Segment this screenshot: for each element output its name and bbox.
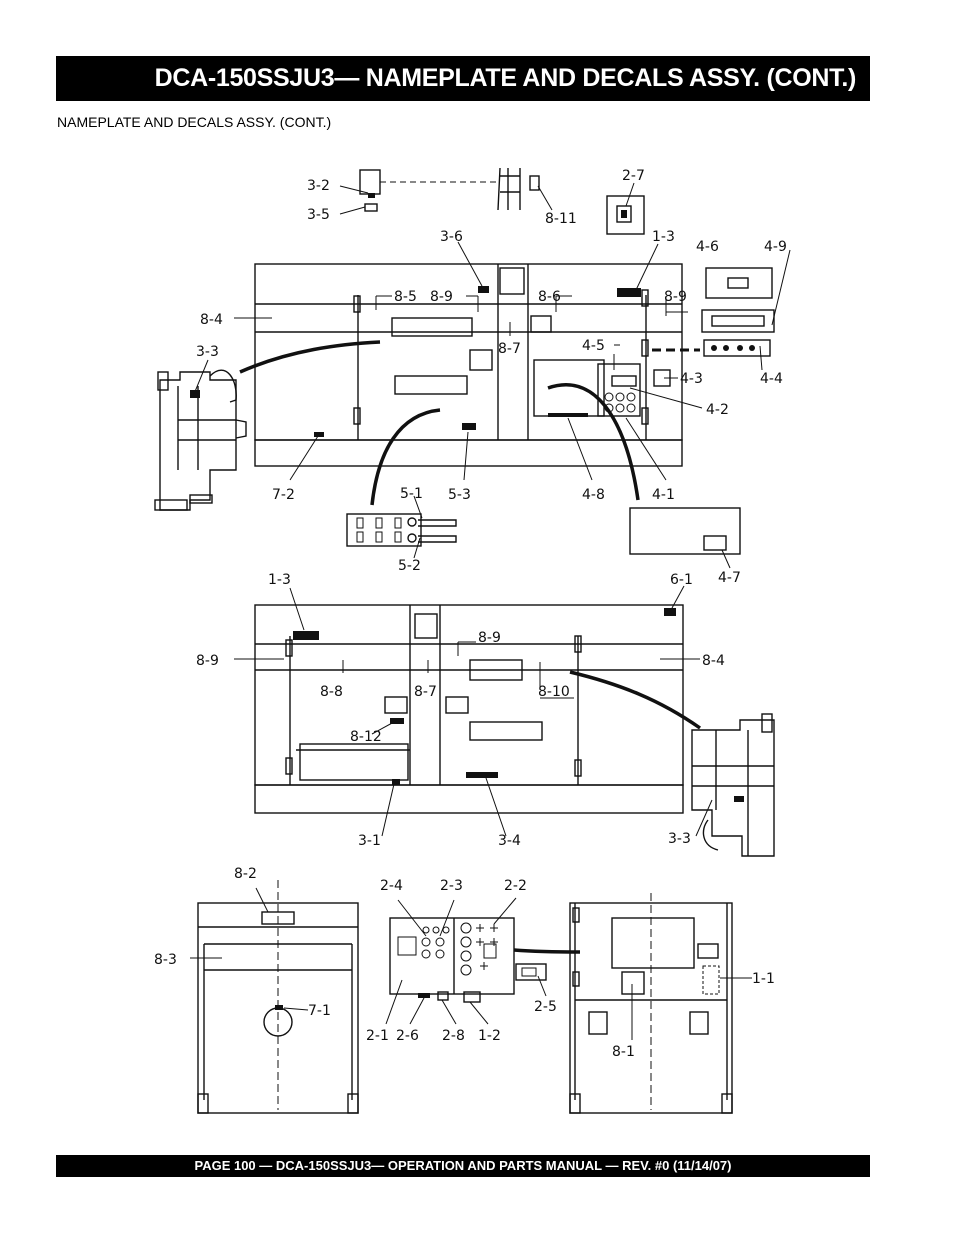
control-panel xyxy=(389,917,547,1003)
end-view-left xyxy=(197,880,359,1114)
callout-8-4-front: 8-4 xyxy=(200,312,223,328)
callout-3-1: 3-1 xyxy=(358,833,381,849)
callout-8-11: 8-11 xyxy=(545,211,577,227)
callout-8-1: 8-1 xyxy=(612,1044,635,1060)
callout-4-8: 4-8 xyxy=(582,487,605,503)
box-4-7 xyxy=(629,507,741,555)
callout-1-3-top: 1-3 xyxy=(652,229,675,245)
callout-3-6: 3-6 xyxy=(440,229,463,245)
callout-8-6: 8-6 xyxy=(538,289,561,305)
callout-8-4-rear: 8-4 xyxy=(702,653,725,669)
engine-side-sketch-left xyxy=(154,369,247,511)
callout-8-9-front-center: 8-9 xyxy=(430,289,453,305)
callout-2-3: 2-3 xyxy=(440,878,463,894)
front-view-enclosure xyxy=(254,263,683,467)
callout-4-1: 4-1 xyxy=(652,487,675,503)
callout-8-10: 8-10 xyxy=(538,684,570,700)
callout-7-1: 7-1 xyxy=(308,1003,331,1019)
engine-side-sketch-right xyxy=(691,713,775,857)
callout-8-7-rear: 8-7 xyxy=(414,684,437,700)
page-footer: PAGE 100 — DCA-150SSJU3— OPERATION AND P… xyxy=(56,1155,870,1177)
top-fuel-assembly-sketch xyxy=(359,167,540,212)
page-title: DCA-150SSJU3— NAMEPLATE AND DECALS ASSY.… xyxy=(56,56,870,101)
callout-6-1: 6-1 xyxy=(670,572,693,588)
callout-2-5: 2-5 xyxy=(534,999,557,1015)
section-subtitle: NAMEPLATE AND DECALS ASSY. (CONT.) xyxy=(57,114,332,130)
callout-4-9: 4-9 xyxy=(764,239,787,255)
callout-2-7: 2-7 xyxy=(622,168,645,184)
callout-8-12: 8-12 xyxy=(350,729,382,745)
callout-1-1: 1-1 xyxy=(752,971,775,987)
callout-3-4: 3-4 xyxy=(498,833,521,849)
end-view-right xyxy=(569,893,733,1114)
callout-5-1: 5-1 xyxy=(400,486,423,502)
callout-2-4: 2-4 xyxy=(380,878,403,894)
callout-2-8: 2-8 xyxy=(442,1028,465,1044)
callout-8-7-front: 8-7 xyxy=(498,341,521,357)
callout-labels: 3-2 3-5 8-11 2-7 1-3 3-6 4-6 4-9 8-4 8-5… xyxy=(154,168,787,1060)
callout-3-3-left: 3-3 xyxy=(196,344,219,360)
callout-2-2: 2-2 xyxy=(504,878,527,894)
callout-4-2: 4-2 xyxy=(706,402,729,418)
callout-3-5: 3-5 xyxy=(307,207,330,223)
callout-4-4: 4-4 xyxy=(760,371,783,387)
callout-3-2: 3-2 xyxy=(307,178,330,194)
callout-8-5: 8-5 xyxy=(394,289,417,305)
callout-8-8: 8-8 xyxy=(320,684,343,700)
callout-3-3-right: 3-3 xyxy=(668,831,691,847)
callout-2-6: 2-6 xyxy=(396,1028,419,1044)
panel-5-1 xyxy=(346,513,457,547)
right-decal-panels xyxy=(653,267,775,387)
callout-5-2: 5-2 xyxy=(398,558,421,574)
callout-8-2: 8-2 xyxy=(234,866,257,882)
callout-5-3: 5-3 xyxy=(448,487,471,503)
callout-4-3: 4-3 xyxy=(680,371,703,387)
top-switch-box xyxy=(606,195,645,235)
callout-4-5: 4-5 xyxy=(582,338,605,354)
callout-2-1: 2-1 xyxy=(366,1028,389,1044)
callout-7-2: 7-2 xyxy=(272,487,295,503)
rear-view-enclosure xyxy=(254,604,684,814)
callout-8-9-front-right: 8-9 xyxy=(664,289,687,305)
callout-4-6: 4-6 xyxy=(696,239,719,255)
callout-8-9-rear-left: 8-9 xyxy=(196,653,219,669)
callout-1-2: 1-2 xyxy=(478,1028,501,1044)
callout-4-7: 4-7 xyxy=(718,570,741,586)
callout-1-3-rear: 1-3 xyxy=(268,572,291,588)
callout-8-9-rear-center: 8-9 xyxy=(478,630,501,646)
leader-lines xyxy=(190,182,791,1040)
callout-8-3: 8-3 xyxy=(154,952,177,968)
